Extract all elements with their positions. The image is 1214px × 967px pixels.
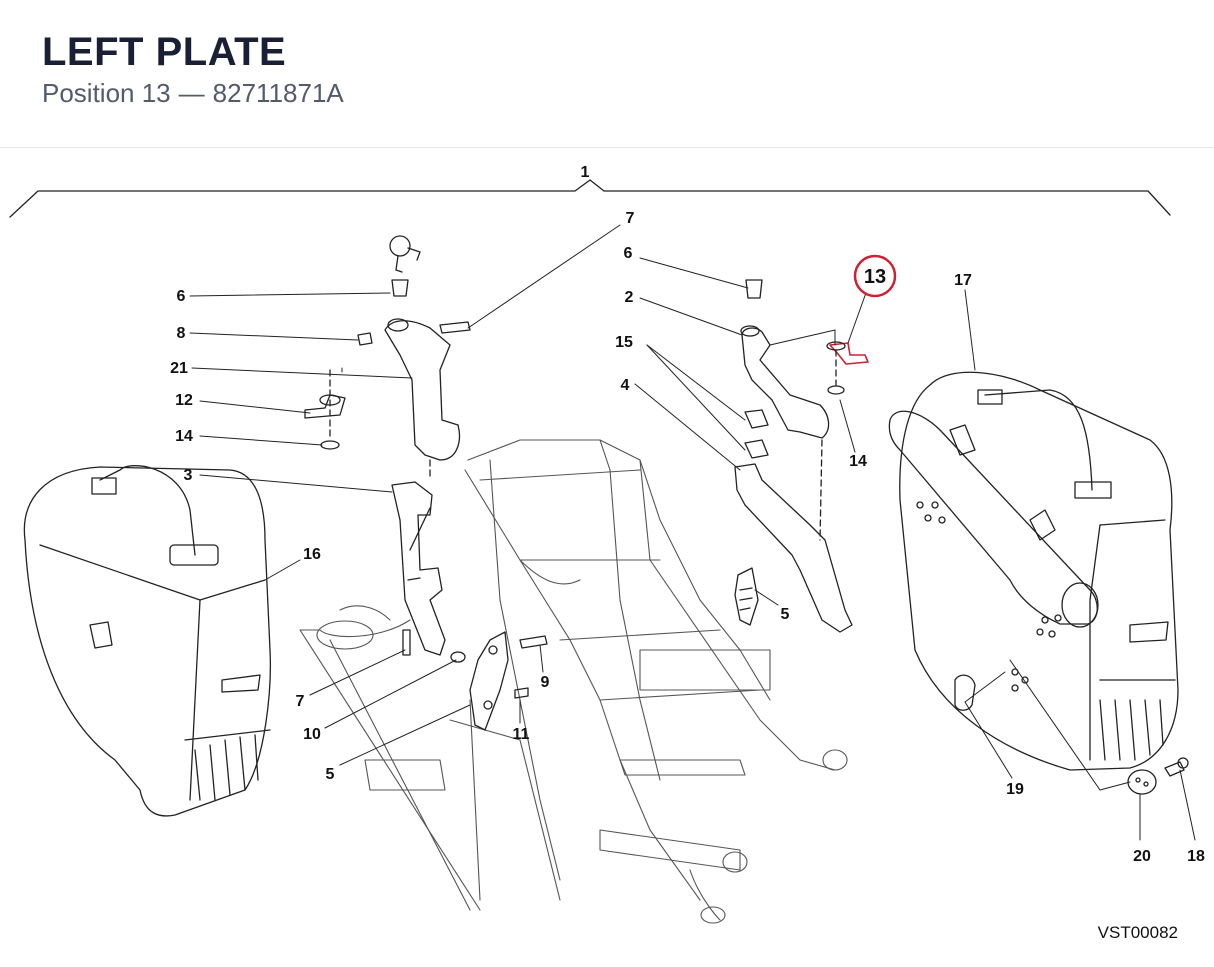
position-label: Position 13 (42, 78, 171, 108)
document-code: VST00082 (1097, 923, 1178, 942)
page-subtitle: Position 13—82711871A (42, 78, 344, 109)
callout-21: 21 (170, 360, 188, 377)
hook-part-19[interactable] (954, 674, 976, 711)
clips-part-15[interactable] (744, 409, 769, 459)
callout-10: 10 (303, 726, 321, 743)
callout-20: 20 (1133, 848, 1151, 865)
left-case-part-16[interactable] (23, 465, 271, 817)
screw-part-6-right (745, 279, 763, 299)
callout-14-right: 14 (849, 453, 867, 470)
callout-11: 11 (513, 726, 530, 743)
callouts: 1 7 6 8 21 12 14 3 16 7 10 5 9 11 6 2 15… (170, 164, 1205, 865)
callout-5-right: 5 (781, 606, 790, 623)
callout-6-right: 6 (624, 245, 633, 262)
highlight-ring (853, 254, 897, 298)
callout-6-left: 6 (177, 288, 186, 305)
rear-frame (299, 439, 848, 924)
callout-9: 9 (541, 674, 550, 691)
callout-12: 12 (175, 392, 193, 409)
callout-8: 8 (177, 325, 186, 342)
callout-7-bottom: 7 (296, 693, 305, 710)
callout-17: 17 (954, 272, 972, 289)
callout-7-top: 7 (626, 210, 635, 227)
screw-part-18[interactable] (1164, 757, 1189, 777)
right-bracket-part-4[interactable] (734, 439, 853, 633)
key-and-screw (357, 235, 471, 346)
disc-part-20[interactable] (1127, 769, 1157, 795)
callout-5-left: 5 (326, 766, 335, 783)
page-title: LEFT PLATE (42, 30, 287, 74)
callout-18: 18 (1187, 848, 1205, 865)
plate-hardware (402, 629, 548, 699)
callout-16: 16 (303, 546, 321, 563)
callout-3: 3 (184, 467, 193, 484)
callout-19: 19 (1006, 781, 1024, 798)
left-bracket-part-3[interactable] (391, 459, 446, 656)
right-arm-part-2[interactable] (740, 325, 830, 439)
callout-14-left: 14 (175, 428, 193, 445)
callout-1: 1 (581, 164, 590, 181)
subtitle-separator: — (178, 78, 205, 108)
left-arm-part-21[interactable] (384, 318, 461, 461)
leader-lines (189, 224, 1196, 841)
header: LEFT PLATE Position 13—82711871A (0, 0, 1214, 148)
assembly-bracket-line (9, 179, 1171, 218)
callout-13[interactable]: 13 (864, 266, 886, 288)
part-number: 82711871A (212, 78, 344, 108)
right-case-part-17[interactable] (888, 371, 1179, 771)
left-plate-part-13[interactable] (826, 341, 869, 395)
callout-4: 4 (621, 377, 630, 394)
callout-2: 2 (625, 289, 634, 306)
left-plate-part-12[interactable] (304, 369, 346, 450)
plate-part-5-left[interactable] (469, 631, 509, 731)
plate-part-5-right[interactable] (734, 567, 759, 626)
callout-15: 15 (615, 334, 633, 351)
